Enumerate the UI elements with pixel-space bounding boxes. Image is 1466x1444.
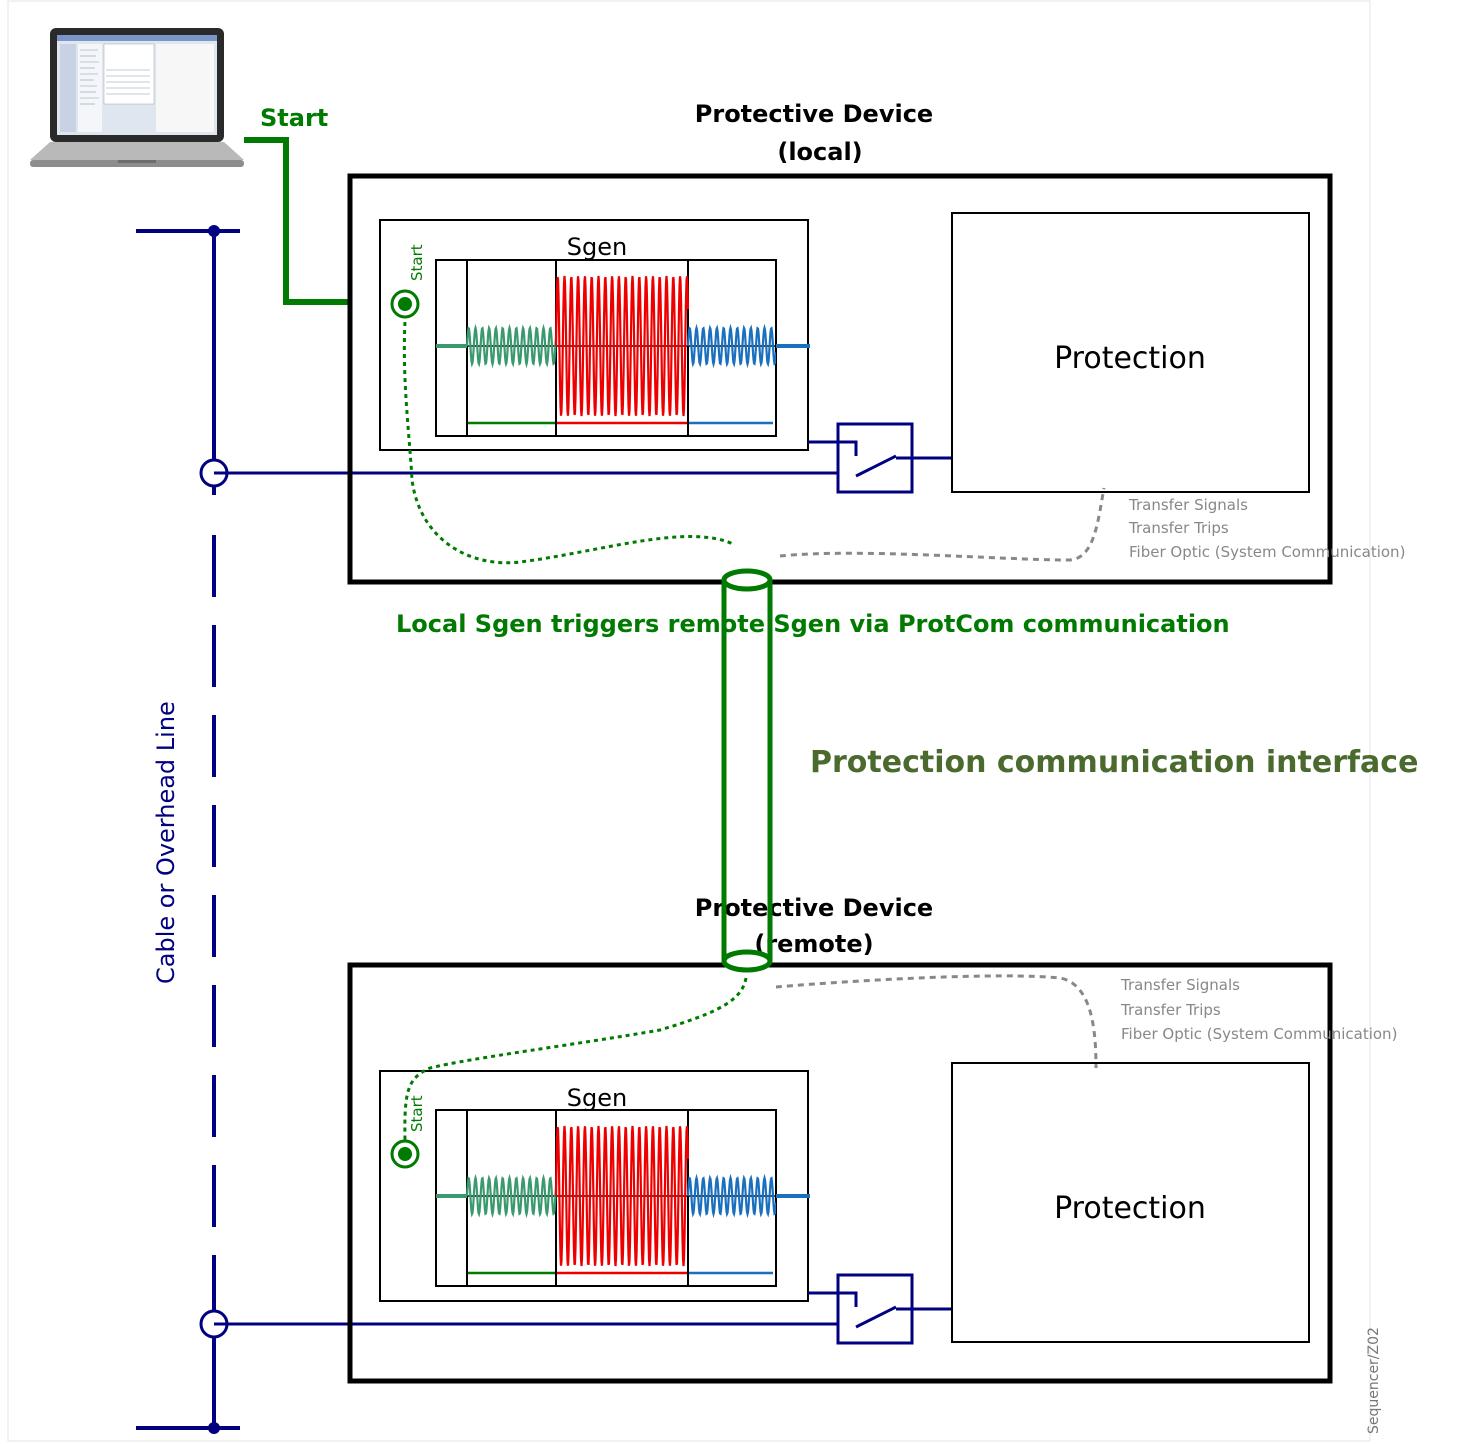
remote-fault-wave	[554, 1125, 690, 1267]
local-start-label: Start	[408, 244, 426, 281]
local-postfault-wave	[686, 323, 776, 369]
remote-transfer-line3: Fiber Optic (System Communication)	[1121, 1025, 1397, 1043]
local-sgen-label: Sgen	[567, 233, 627, 261]
local-protection-box	[951, 212, 1310, 493]
local-prefault-wave	[465, 323, 558, 369]
protcom-cylinder	[721, 568, 773, 973]
remote-waveforms	[436, 1125, 776, 1267]
local-transfer-line1: Transfer Signals	[1128, 496, 1248, 514]
local-trigger-path	[402, 321, 736, 565]
remote-trigger-path	[403, 977, 748, 1141]
local-transfer-line3: Fiber Optic (System Communication)	[1129, 543, 1405, 561]
remote-sgen-label: Sgen	[567, 1084, 627, 1112]
bus-node-bottom	[208, 1422, 220, 1434]
start-wire	[244, 137, 348, 305]
local-fault-wave	[554, 275, 690, 417]
local-protection-label: Protection	[1054, 341, 1206, 376]
local-fiber-link	[779, 487, 1106, 562]
trigger-note: Local Sgen triggers remote Sgen via Prot…	[396, 610, 1230, 638]
laptop-start-label: Start	[260, 104, 328, 132]
remote-device-box	[347, 962, 1333, 1384]
interface-label: Protection communication interface	[810, 745, 1418, 780]
local-transfer-line2: Transfer Trips	[1128, 519, 1229, 537]
remote-transfer-line1: Transfer Signals	[1120, 976, 1240, 994]
local-device-box	[347, 173, 1333, 585]
figure-id: Sequencer/Z02	[1366, 1327, 1382, 1434]
local-device-title-line2: (local)	[777, 138, 862, 166]
remote-transfer-line2: Transfer Trips	[1120, 1001, 1221, 1019]
remote-device-title-line1: Protective Device	[695, 894, 933, 922]
remote-device-title-line2: (remote)	[754, 930, 873, 958]
remote-protection-box	[951, 1062, 1310, 1343]
remote-start-label: Start	[408, 1095, 426, 1132]
local-device-title-line1: Protective Device	[695, 100, 933, 128]
line-label: Cable or Overhead Line	[152, 701, 180, 984]
bus-node-top	[208, 225, 220, 237]
laptop-icon	[30, 28, 244, 167]
local-waveforms	[436, 275, 776, 417]
busbar	[136, 229, 240, 1430]
remote-fiber-link	[775, 974, 1098, 1069]
remote-prefault-wave	[465, 1173, 558, 1219]
page-border	[7, 0, 1371, 1442]
remote-postfault-wave	[686, 1173, 776, 1219]
remote-protection-label: Protection	[1054, 1191, 1206, 1226]
